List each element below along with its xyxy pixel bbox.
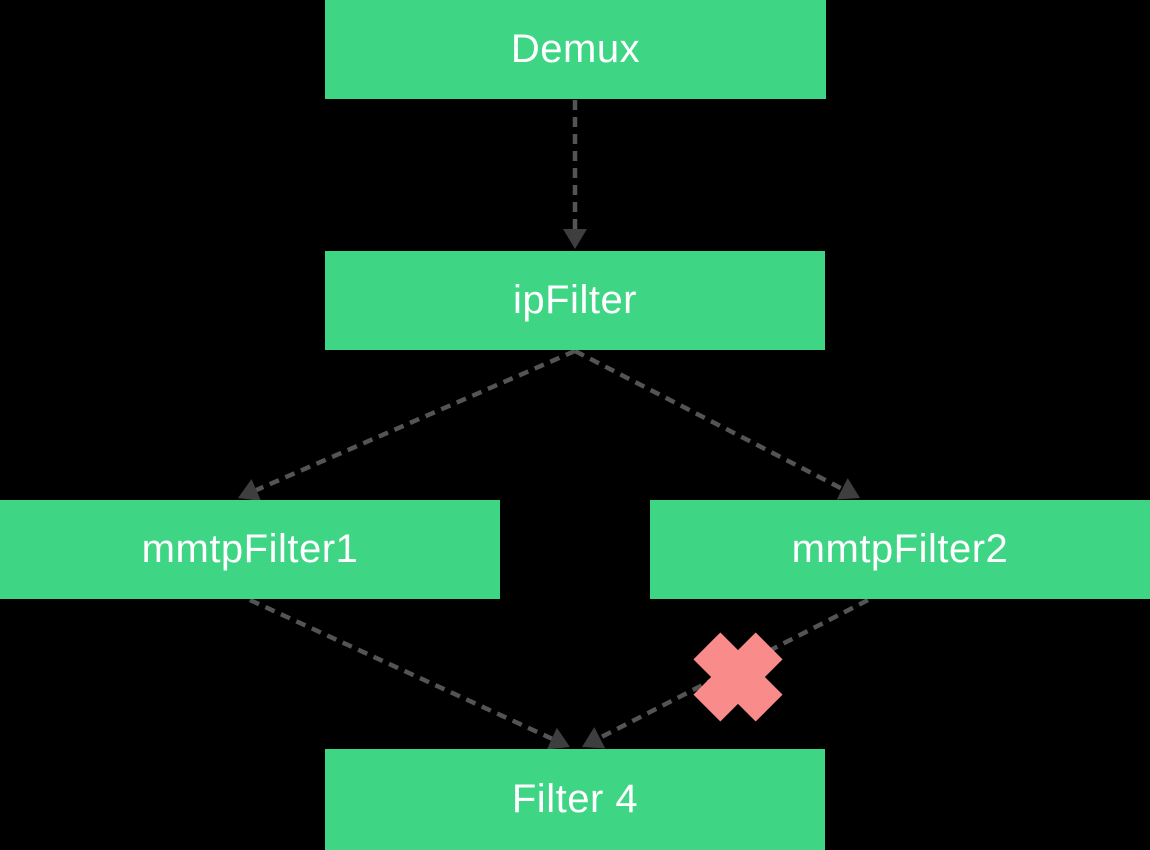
blocked-x-bar bbox=[693, 632, 783, 722]
arrowhead-icon bbox=[238, 479, 262, 502]
node-ipfilter: ipFilter bbox=[325, 251, 825, 350]
arrowhead-icon bbox=[563, 229, 587, 249]
edge-ipFilter-to-mmtpFilter1 bbox=[255, 348, 576, 493]
node-demux-label: Demux bbox=[510, 27, 641, 71]
node-filter4: Filter 4 bbox=[325, 749, 825, 850]
node-filter4-label: Filter 4 bbox=[511, 777, 639, 821]
node-demux: Demux bbox=[325, 0, 826, 99]
edge-ipFilter-to-mmtpFilter2 bbox=[573, 349, 844, 491]
arrowhead-icon bbox=[546, 727, 570, 750]
arrowhead-icon bbox=[582, 727, 606, 749]
arrowhead-icon bbox=[836, 478, 860, 500]
edge-mmtpFilter1-to-filter4 bbox=[249, 597, 553, 741]
blocked-x-icon bbox=[693, 632, 783, 722]
node-mmtpfilter2-label: mmtpFilter2 bbox=[791, 527, 1009, 571]
node-mmtpfilter1-label: mmtpFilter1 bbox=[141, 527, 359, 571]
node-mmtpfilter1: mmtpFilter1 bbox=[0, 500, 500, 599]
node-ipfilter-label: ipFilter bbox=[512, 278, 638, 322]
node-mmtpfilter2: mmtpFilter2 bbox=[650, 500, 1150, 599]
